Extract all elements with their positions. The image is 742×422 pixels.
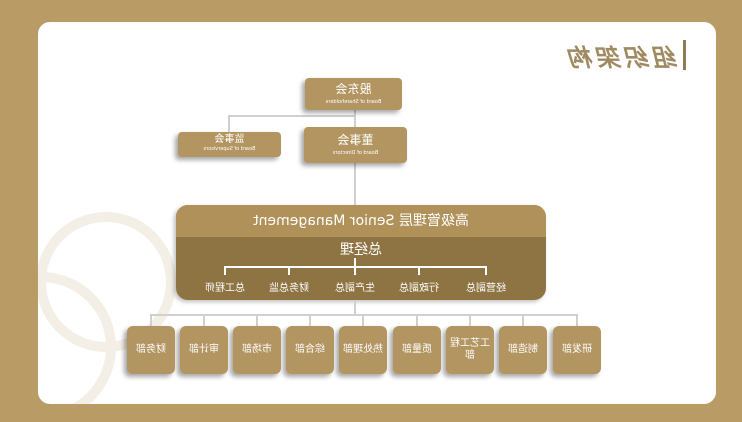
connector xyxy=(354,300,356,315)
connector xyxy=(354,266,356,275)
dept-finance: 财务部 xyxy=(127,326,175,374)
supervisors-box: 监事会 Board of Supervisors xyxy=(178,132,281,157)
connector xyxy=(416,314,418,326)
supervisors-en: Board of Supervisors xyxy=(203,146,256,152)
dept-process-engineering: 工艺工程部 xyxy=(446,326,494,374)
connector xyxy=(354,110,356,128)
connector xyxy=(418,266,420,275)
general-manager-label: 总经理 xyxy=(340,242,382,258)
shareholders-box: 股东会 Board of Shareholders xyxy=(305,78,402,110)
connector xyxy=(362,314,364,326)
connector xyxy=(576,314,578,326)
directors-en: Board of Directors xyxy=(332,150,379,156)
dept-audit: 审计部 xyxy=(180,326,228,374)
supervisors-label: 监事会 xyxy=(214,134,245,145)
dept-quality: 质量部 xyxy=(393,326,441,374)
dept-rnd: 研发部 xyxy=(553,326,601,374)
connector xyxy=(151,314,577,316)
connector xyxy=(203,314,205,326)
role-cfo: 财务总监 xyxy=(269,283,309,294)
role-chief-engineer: 总工程师 xyxy=(205,283,245,294)
dept-marketing: 市场部 xyxy=(233,326,281,374)
connector xyxy=(522,314,524,326)
connector xyxy=(309,314,311,326)
connector xyxy=(228,115,356,117)
connector xyxy=(469,314,471,326)
dept-heat-treatment: 热处理部 xyxy=(339,326,387,374)
connector xyxy=(150,314,152,326)
role-admin-vp: 行政副总 xyxy=(399,283,439,294)
role-operations-vp: 经营副总 xyxy=(466,283,506,294)
dept-general-affairs: 综合部 xyxy=(286,326,334,374)
shareholders-label: 股东会 xyxy=(335,82,372,96)
shareholders-en: Board of Shareholders xyxy=(325,99,382,105)
connector xyxy=(354,258,356,266)
connector xyxy=(288,266,290,275)
connector xyxy=(256,314,258,326)
connector xyxy=(228,115,230,132)
page-title: 组织架构 xyxy=(566,43,678,72)
connector xyxy=(224,266,226,275)
senior-management-title: 高级管理层 Senior Management xyxy=(176,205,546,237)
senior-management-box: 高级管理层 Senior Management 总经理 经营副总 行政副总 生产… xyxy=(176,205,546,300)
title-accent-bar xyxy=(683,40,686,70)
connector xyxy=(354,163,356,205)
directors-label: 董事会 xyxy=(337,133,374,147)
directors-box: 董事会 Board of Directors xyxy=(304,127,407,163)
dept-manufacturing: 制造部 xyxy=(499,326,547,374)
connector xyxy=(485,266,487,275)
role-production-vp: 生产副总 xyxy=(335,283,375,294)
